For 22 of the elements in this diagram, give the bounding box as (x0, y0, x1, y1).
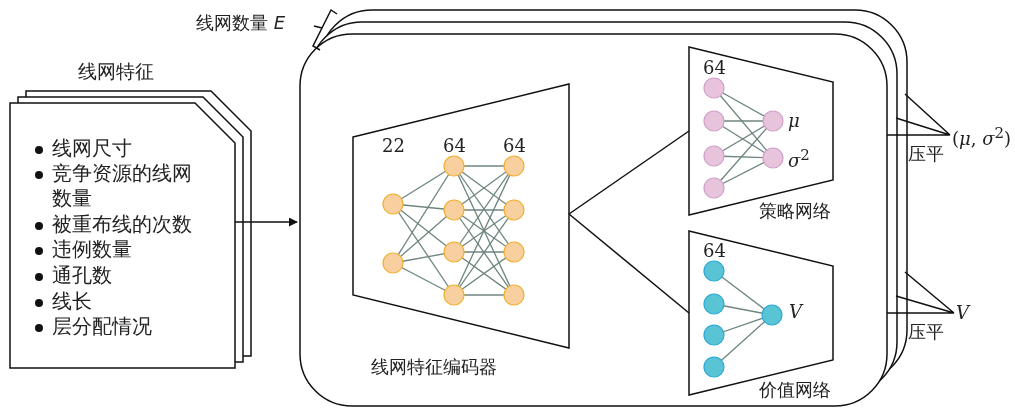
block-caption: 策略网络 (759, 200, 831, 222)
arrow (234, 217, 298, 227)
output-symbol: V (789, 301, 802, 323)
connector-line (886, 93, 951, 136)
connector-line (568, 213, 690, 314)
stack-count-label: 线网数量 E (196, 12, 286, 34)
edge-label: 压平 (908, 321, 944, 343)
connector-line (886, 271, 955, 314)
math-text: V (956, 302, 969, 324)
layer-size-number: 64 (443, 135, 466, 157)
layer-size-number: 64 (703, 57, 726, 79)
output-symbol: σ$^{2}$ (788, 146, 810, 172)
block-caption: 价值网络 (759, 379, 831, 401)
layer-size-number: 64 (703, 240, 726, 262)
edge-label: 压平 (908, 143, 944, 165)
math-text: (μ, σ$^{2}$) (952, 124, 1012, 150)
connector-line (568, 130, 690, 215)
rounded-box-stack (300, 8, 907, 409)
layer-size-number: 22 (382, 135, 405, 157)
layer-size-number: 64 (503, 135, 526, 157)
block-caption: 线网特征编码器 (371, 356, 497, 378)
output-symbol: μ (788, 110, 800, 132)
